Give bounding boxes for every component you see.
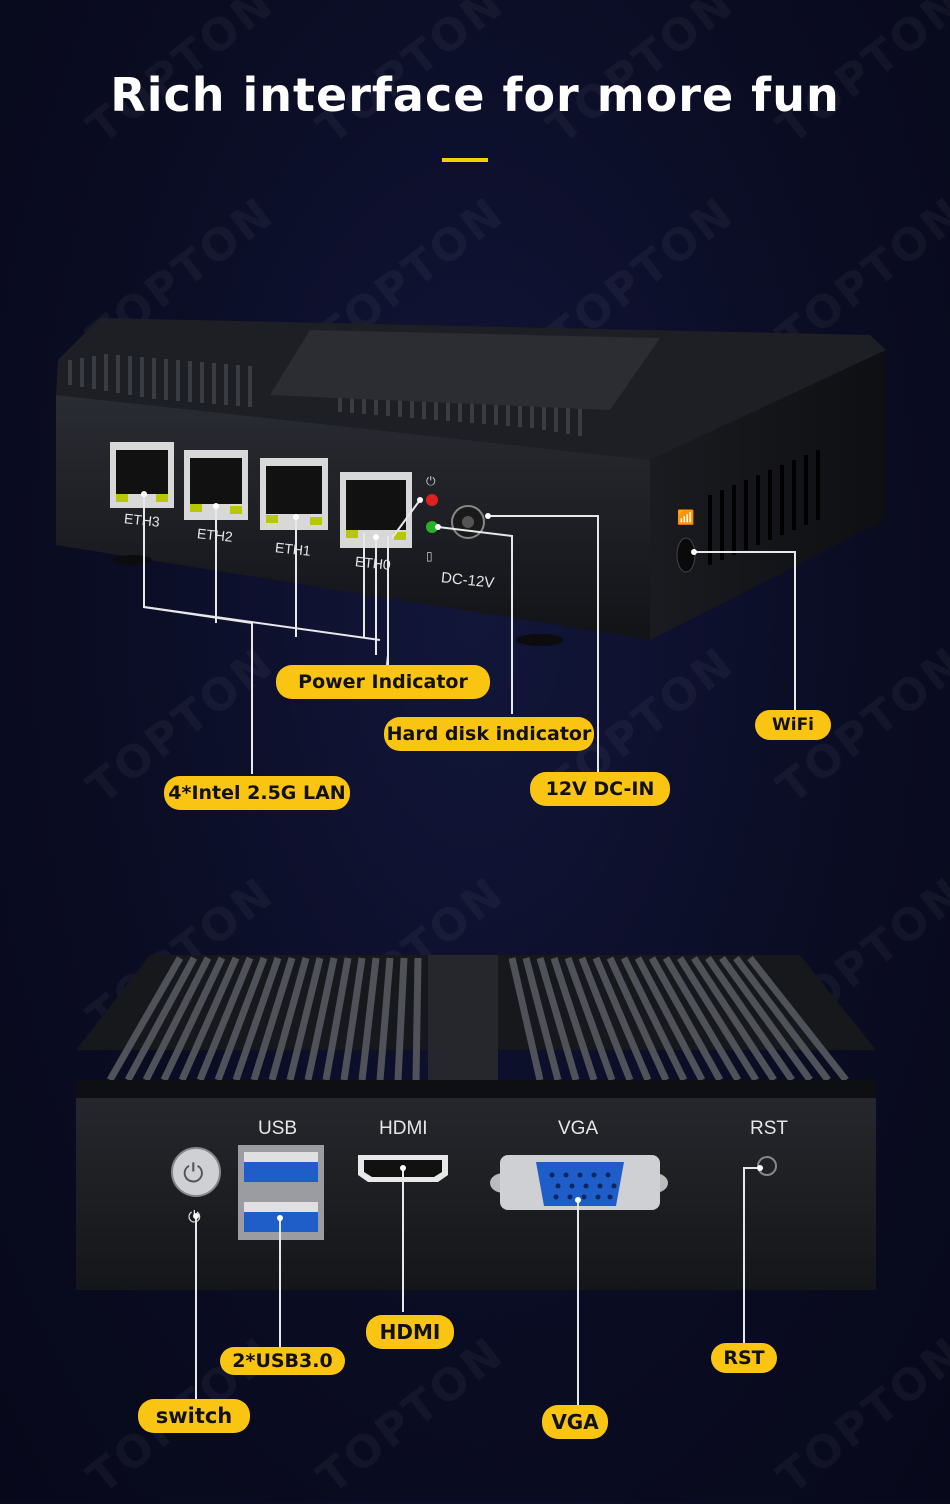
dc-in-callout: 12V DC-IN: [530, 772, 670, 806]
power-led: [426, 494, 438, 506]
lan-callout: 4*Intel 2.5G LAN: [164, 776, 350, 810]
usb-callout: 2*USB3.0: [220, 1347, 345, 1375]
svg-text:⏻: ⏻: [426, 474, 436, 488]
bottom-device-image: ⏻ ⏻: [76, 955, 876, 1405]
hdmi-port-label: HDMI: [379, 1118, 428, 1139]
usb-port-label: USB: [258, 1118, 298, 1139]
ethernet-port-3: [110, 442, 174, 508]
svg-text:▯: ▯: [426, 549, 433, 563]
headline: Rich interface for more fun: [110, 68, 840, 122]
power-indicator-callout: Power Indicator: [276, 665, 490, 699]
hdd-indicator-callout: Hard disk indicator: [384, 717, 594, 751]
hdmi-callout: HDMI: [366, 1315, 454, 1349]
ethernet-port-1: [260, 458, 328, 530]
top-device-image: 📶 ⏻ ▯: [56, 318, 886, 774]
headline-underline: [442, 158, 488, 162]
rst-port-label: RST: [750, 1118, 788, 1139]
hdd-led: [426, 521, 438, 533]
vga-port-label: VGA: [558, 1118, 599, 1139]
switch-callout: switch: [138, 1399, 250, 1433]
rst-callout: RST: [711, 1343, 777, 1373]
wifi-icon: 📶: [677, 509, 694, 526]
vga-callout: VGA: [542, 1405, 608, 1439]
power-icon: ⏻: [183, 1158, 204, 1188]
wifi-callout: WiFi: [755, 710, 831, 740]
